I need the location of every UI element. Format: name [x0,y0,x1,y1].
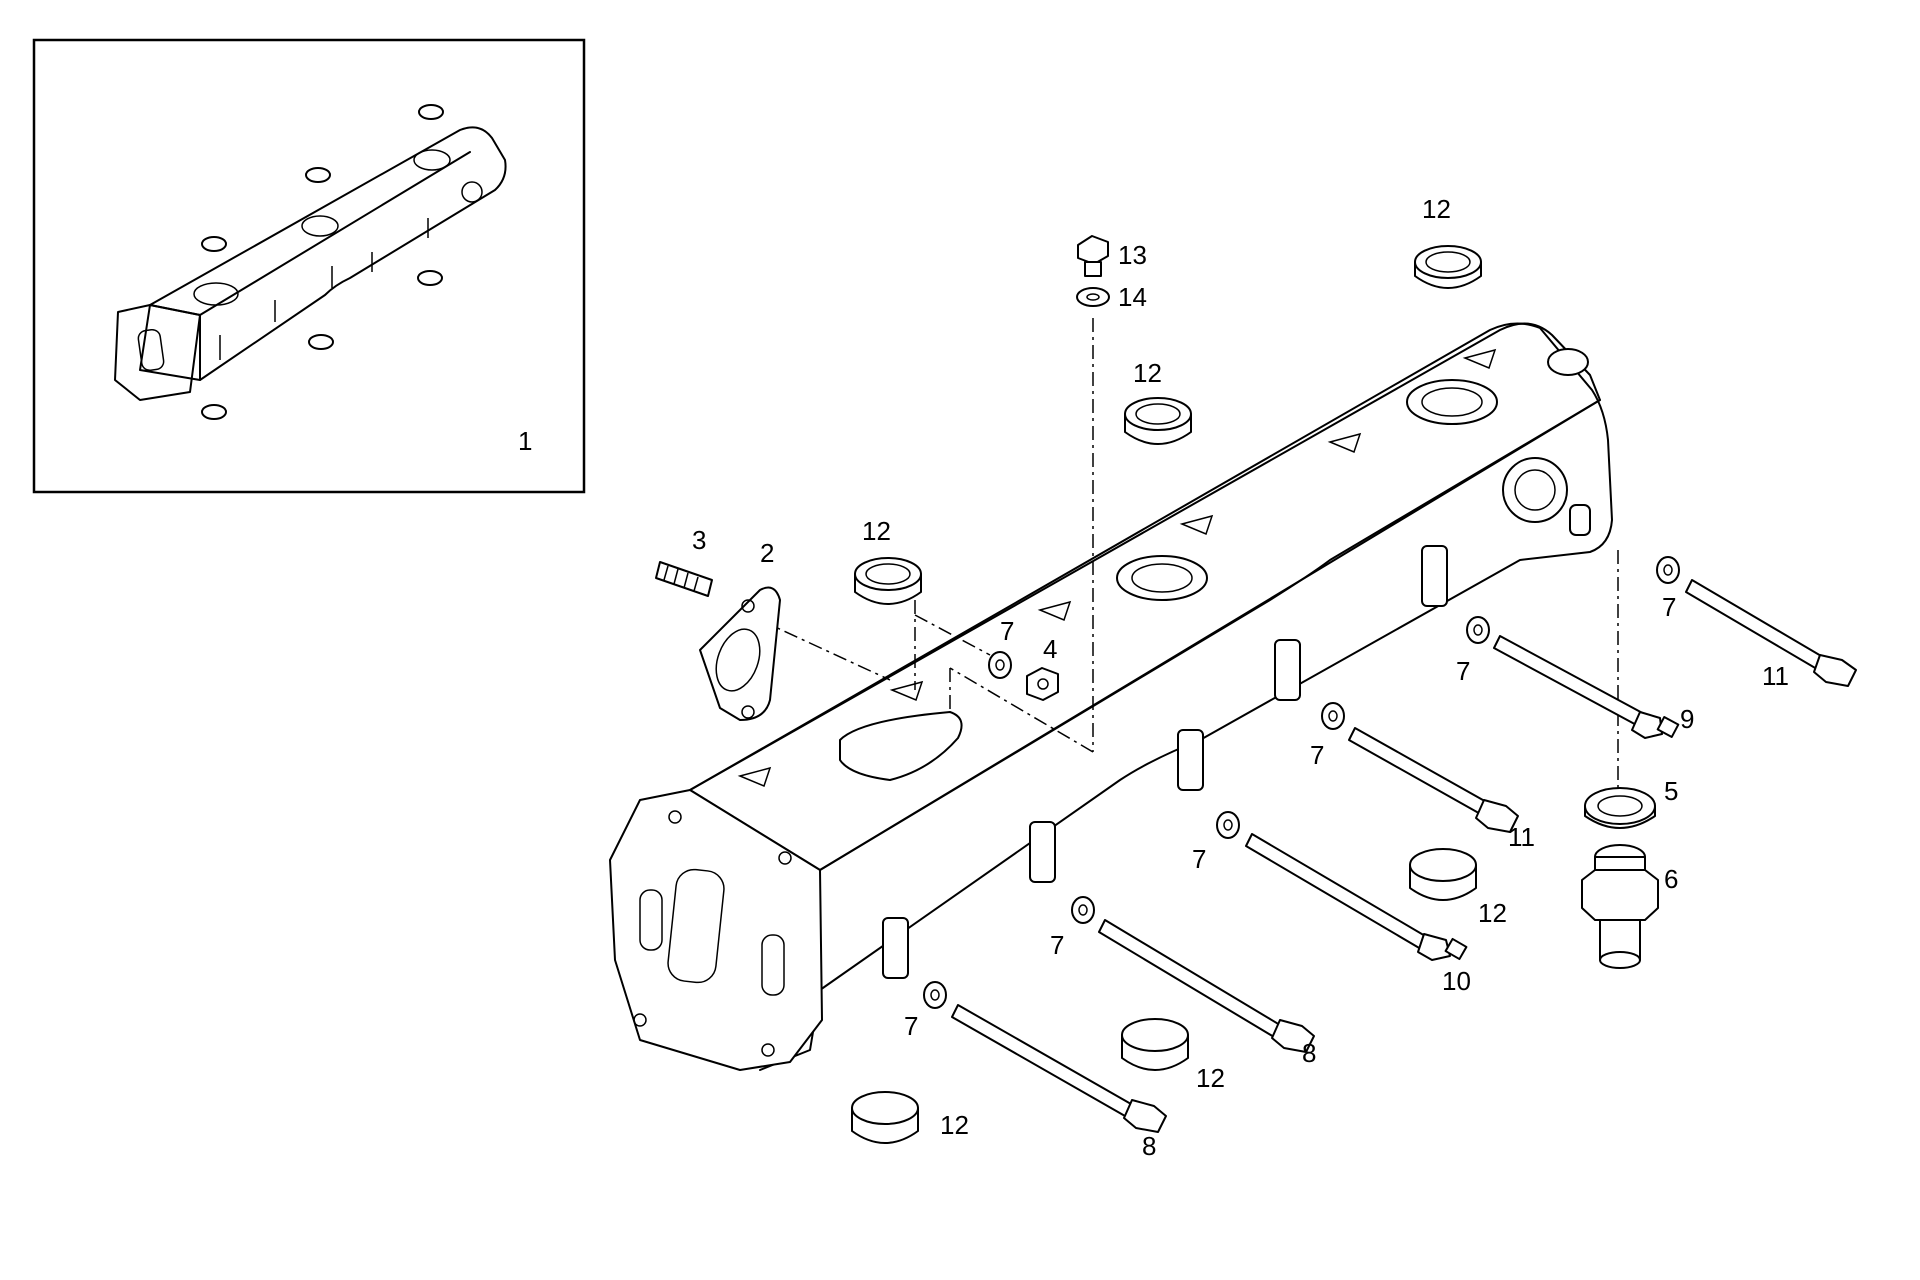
callout-5: 5 [1664,776,1678,806]
part-5-seal-ring [1584,787,1656,829]
callout-12-bottom: 12 [940,1110,969,1140]
part-12-cap-right [1409,848,1477,901]
callout-7-b: 7 [1662,592,1676,622]
callout-7-a: 7 [1000,616,1014,646]
callout-12-mid: 12 [1133,358,1162,388]
part-12-seal-top-right [1414,245,1482,289]
part-8-bolt-mid [1098,919,1315,1053]
parts-group [655,235,1857,1144]
callout-7-f: 7 [1050,930,1064,960]
callout-12-right: 12 [1478,898,1507,928]
callout-12-top-right: 12 [1422,194,1451,224]
callout-14: 14 [1118,282,1147,312]
callout-13: 13 [1118,240,1147,270]
inset-frame [32,38,586,494]
inset-callout-1: 1 [518,426,532,456]
callout-12-left: 12 [862,516,891,546]
part-2-gasket [699,586,781,721]
callout-6: 6 [1664,864,1678,894]
part-12-cap-mid [1121,1018,1189,1071]
assembly-centerlines [759,318,1619,790]
part-6-fitting [1581,844,1659,969]
exhaust-manifold-body [609,322,1613,1071]
callout-labels: 3 2 12 12 12 13 14 7 4 7 11 7 9 7 5 11 7… [692,194,1789,1161]
callout-7-g: 7 [904,1011,918,1041]
part-9-stud [1493,635,1680,739]
part-11-bolt-mid [1348,727,1519,833]
part-7-washers [923,556,1680,1009]
part-4-nut [1026,667,1059,701]
part-10-stud [1245,833,1468,961]
callout-7-e: 7 [1192,844,1206,874]
callout-10: 10 [1442,966,1471,996]
callout-3: 3 [692,525,706,555]
callout-9: 9 [1680,704,1694,734]
callout-8-mid: 8 [1302,1038,1316,1068]
part-13-plug [1077,235,1109,277]
callout-8-bottom: 8 [1142,1131,1156,1161]
part-12-cap-bottom [851,1091,919,1144]
callout-4: 4 [1043,634,1057,664]
part-8-bolt-bottom [951,1004,1167,1133]
part-14-washer [1076,287,1110,307]
part-3-stud [655,561,713,597]
part-12-seal-mid [1124,397,1192,445]
inset-manifold-drawing [114,104,507,420]
callout-7-c: 7 [1456,656,1470,686]
part-12-seal-left [854,557,922,605]
callout-12-mid-bottom: 12 [1196,1063,1225,1093]
inset-assembly-view: 1 [32,38,586,494]
part-11-bolt-right [1685,579,1857,687]
callout-2: 2 [760,538,774,568]
callout-11-right: 11 [1762,661,1789,691]
callout-7-d: 7 [1310,740,1324,770]
callout-11-mid: 11 [1508,822,1535,852]
